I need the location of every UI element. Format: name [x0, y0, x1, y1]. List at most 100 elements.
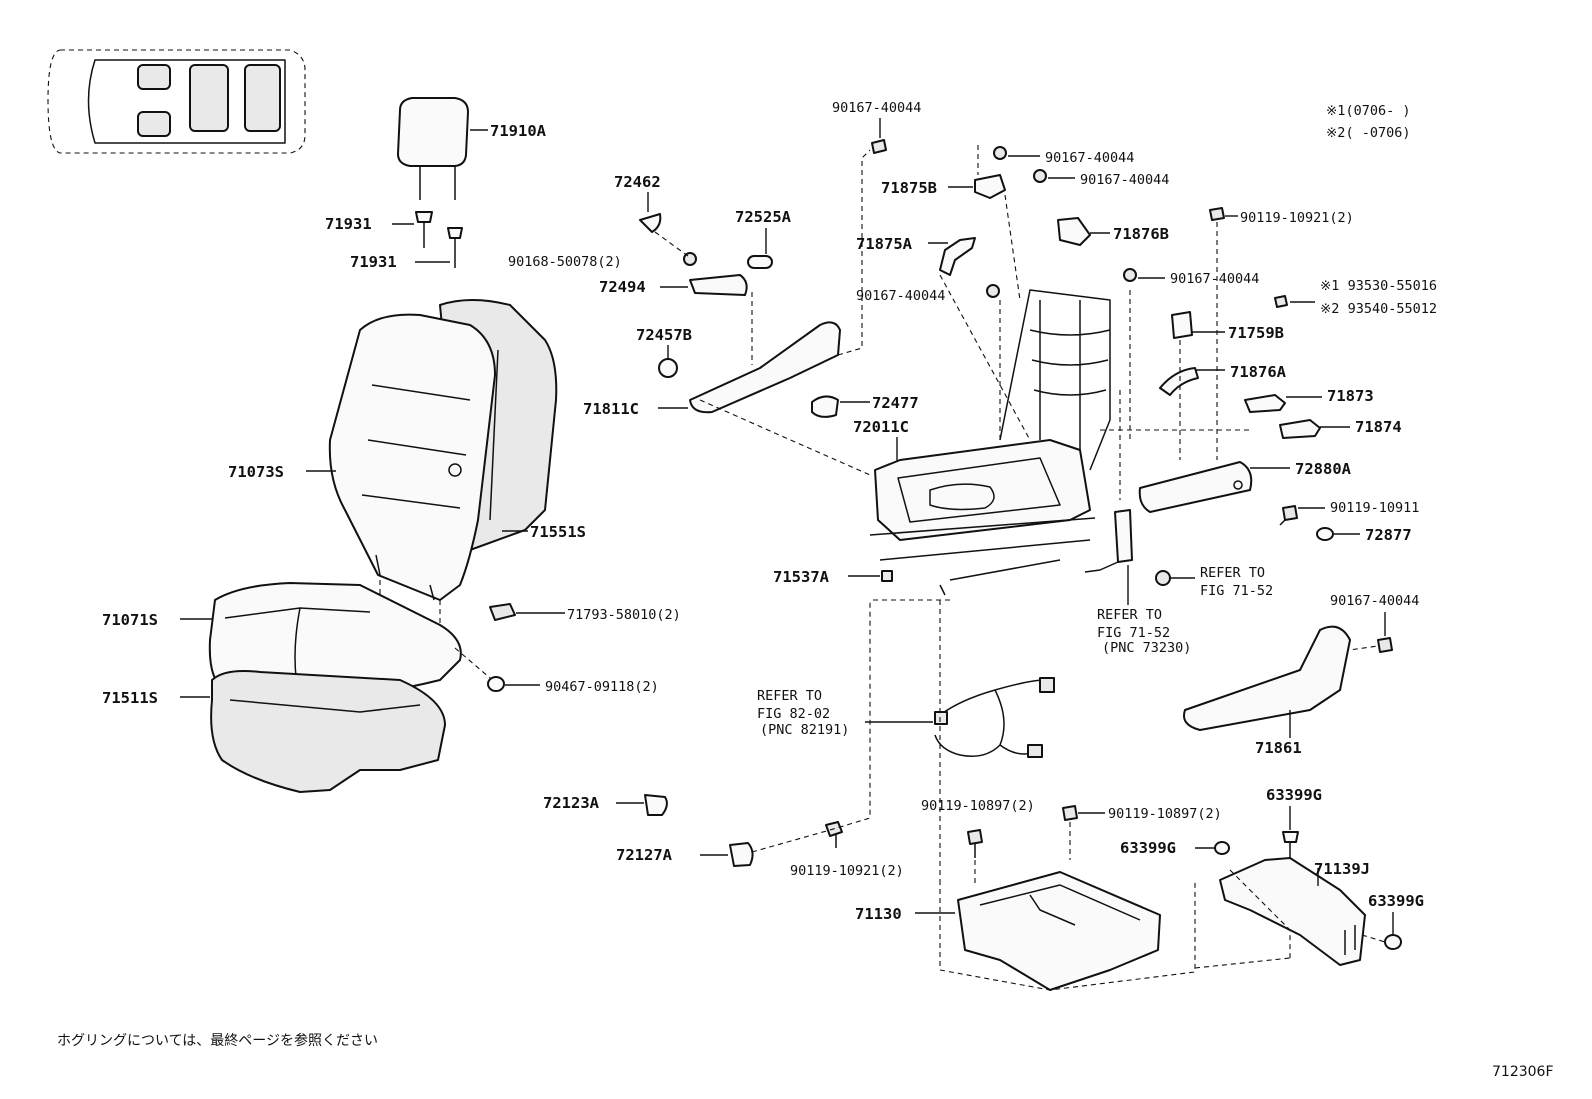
label-71811c: 71811C: [583, 400, 639, 418]
label-71875a: 71875A: [856, 235, 913, 253]
label-72525a: 72525A: [735, 208, 792, 226]
cap-72127a[interactable]: [729, 842, 754, 867]
label-90467: 90467-09118(2): [545, 679, 659, 695]
label-71931-a: 71931: [325, 215, 372, 233]
label-71861: 71861: [1255, 739, 1302, 757]
clip-71537a[interactable]: [881, 570, 893, 582]
label-93530: ※1 93530-55016: [1320, 278, 1437, 294]
refer2-line3: (PNC 73230): [1102, 640, 1191, 656]
bracket-71759b[interactable]: [1171, 311, 1193, 339]
vehicle-locator-icon: [47, 49, 306, 154]
screw-93530-93540[interactable]: [1274, 295, 1288, 308]
bolt-90119-10897-a[interactable]: [967, 829, 983, 858]
bolt-90167-40044-e[interactable]: [1377, 637, 1393, 653]
recliner-cover-71811c[interactable]: [689, 321, 841, 414]
label-71874: 71874: [1355, 418, 1402, 436]
label-72457b: 72457B: [636, 326, 692, 344]
refer3-line1: REFER TO: [757, 688, 822, 704]
seat-base-71130[interactable]: [957, 871, 1161, 991]
cap-72123a[interactable]: [644, 794, 668, 816]
bolt-90119-10897-b[interactable]: [1062, 805, 1078, 821]
bracket-71873[interactable]: [1244, 394, 1286, 413]
label-90167-e: 90167-40044: [1330, 593, 1419, 609]
label-71139j: 71139J: [1314, 860, 1370, 878]
label-63399g-c: 63399G: [1368, 892, 1424, 910]
label-71537a: 71537A: [773, 568, 830, 586]
bolt-90119-10911[interactable]: [1279, 505, 1298, 526]
clip-63399g-a[interactable]: [1282, 831, 1299, 858]
bracket-71875b[interactable]: [974, 174, 1006, 199]
label-72477: 72477: [872, 394, 919, 412]
label-71875b: 71875B: [881, 179, 937, 197]
label-90119-10897-b: 90119-10897(2): [1108, 806, 1222, 822]
wire-harness[interactable]: [934, 677, 1055, 758]
label-71931-b: 71931: [350, 253, 397, 271]
legend-line-2: ※2( -0706): [1326, 125, 1410, 141]
clip-63399g-c[interactable]: [1384, 934, 1402, 950]
seatback-cover-71073s[interactable]: [328, 313, 496, 601]
label-72011c: 72011C: [853, 418, 909, 436]
bracket-71876b[interactable]: [1057, 217, 1091, 246]
label-71130: 71130: [855, 905, 902, 923]
figure-code: 712306F: [1492, 1064, 1554, 1080]
label-63399g-a: 63399G: [1266, 786, 1322, 804]
label-90167-d: 90167-40044: [1170, 271, 1259, 287]
label-90167-b: 90167-40044: [1080, 172, 1169, 188]
cap-72462[interactable]: [639, 213, 662, 233]
label-72127a: 72127A: [616, 846, 673, 864]
label-90167-top: 90167-40044: [832, 100, 921, 116]
label-71873: 71873: [1327, 387, 1374, 405]
bolt-90167-40044-top[interactable]: [871, 139, 887, 154]
label-90119-10911: 90119-10911: [1330, 500, 1419, 516]
cap-72877[interactable]: [1316, 527, 1334, 541]
label-72877: 72877: [1365, 526, 1412, 544]
bolt-90167-40044-b[interactable]: [1033, 169, 1047, 183]
cap-72457b[interactable]: [658, 358, 678, 378]
bolt-90167-40044-d[interactable]: [1123, 268, 1137, 282]
side-cover-71861[interactable]: [1183, 625, 1351, 731]
label-71876b: 71876B: [1113, 225, 1169, 243]
label-90119-10897-a: 90119-10897(2): [921, 798, 1035, 814]
label-71876a: 71876A: [1230, 363, 1287, 381]
cover-72880a[interactable]: [1138, 461, 1253, 513]
label-71910a: 71910A: [490, 122, 547, 140]
label-90119-10921-upper: 90119-10921(2): [1240, 210, 1354, 226]
bolt-90119-10921-upper[interactable]: [1209, 207, 1225, 221]
label-71793: 71793-58010(2): [567, 607, 681, 623]
seat-frame-72011c[interactable]: [869, 289, 1111, 596]
bracket-71876a[interactable]: [1159, 367, 1199, 396]
label-72123a: 72123A: [543, 794, 600, 812]
headrest-guide-71931[interactable]: [415, 211, 463, 268]
bracket-71875a[interactable]: [939, 237, 976, 276]
clip-90467[interactable]: [487, 676, 505, 692]
bolt-90119-10921-lower[interactable]: [825, 821, 843, 848]
seatbelt-buckle[interactable]: [1084, 509, 1133, 573]
seat-cushion-pad-71511s[interactable]: [210, 670, 446, 793]
label-90168: 90168-50078(2): [508, 254, 622, 270]
recliner-knob-72494[interactable]: [689, 274, 748, 296]
refer1-line1: REFER TO: [1200, 565, 1265, 581]
hog-ring-note: ホグリングについては、最終ページを参照ください: [57, 1032, 378, 1049]
label-90167-c: 90167-40044: [856, 288, 945, 304]
clip-71793[interactable]: [489, 603, 516, 621]
headrest-71910a[interactable]: [397, 97, 469, 200]
clip-63399g-b[interactable]: [1214, 841, 1230, 855]
label-90119-10921-lower: 90119-10921(2): [790, 863, 904, 879]
cap-72525a[interactable]: [747, 255, 773, 269]
cover-72477[interactable]: [811, 395, 839, 418]
refer1-line2: FIG 71-52: [1200, 583, 1273, 599]
label-72880a: 72880A: [1295, 460, 1352, 478]
screw-90168-50078[interactable]: [683, 252, 697, 266]
label-90167-a: 90167-40044: [1045, 150, 1134, 166]
refer2-line1: REFER TO: [1097, 607, 1162, 623]
label-71759b: 71759B: [1228, 324, 1284, 342]
bolt-90167-40044-a[interactable]: [993, 146, 1007, 160]
label-71073s: 71073S: [228, 463, 284, 481]
label-93540: ※2 93540-55012: [1320, 301, 1437, 317]
cover-71139j[interactable]: [1219, 857, 1366, 966]
refer2-line2: FIG 71-52: [1097, 625, 1170, 641]
bolt-90167-40044-c[interactable]: [986, 284, 1000, 298]
bracket-71874[interactable]: [1279, 419, 1321, 439]
bolt-buckle[interactable]: [1155, 570, 1171, 586]
